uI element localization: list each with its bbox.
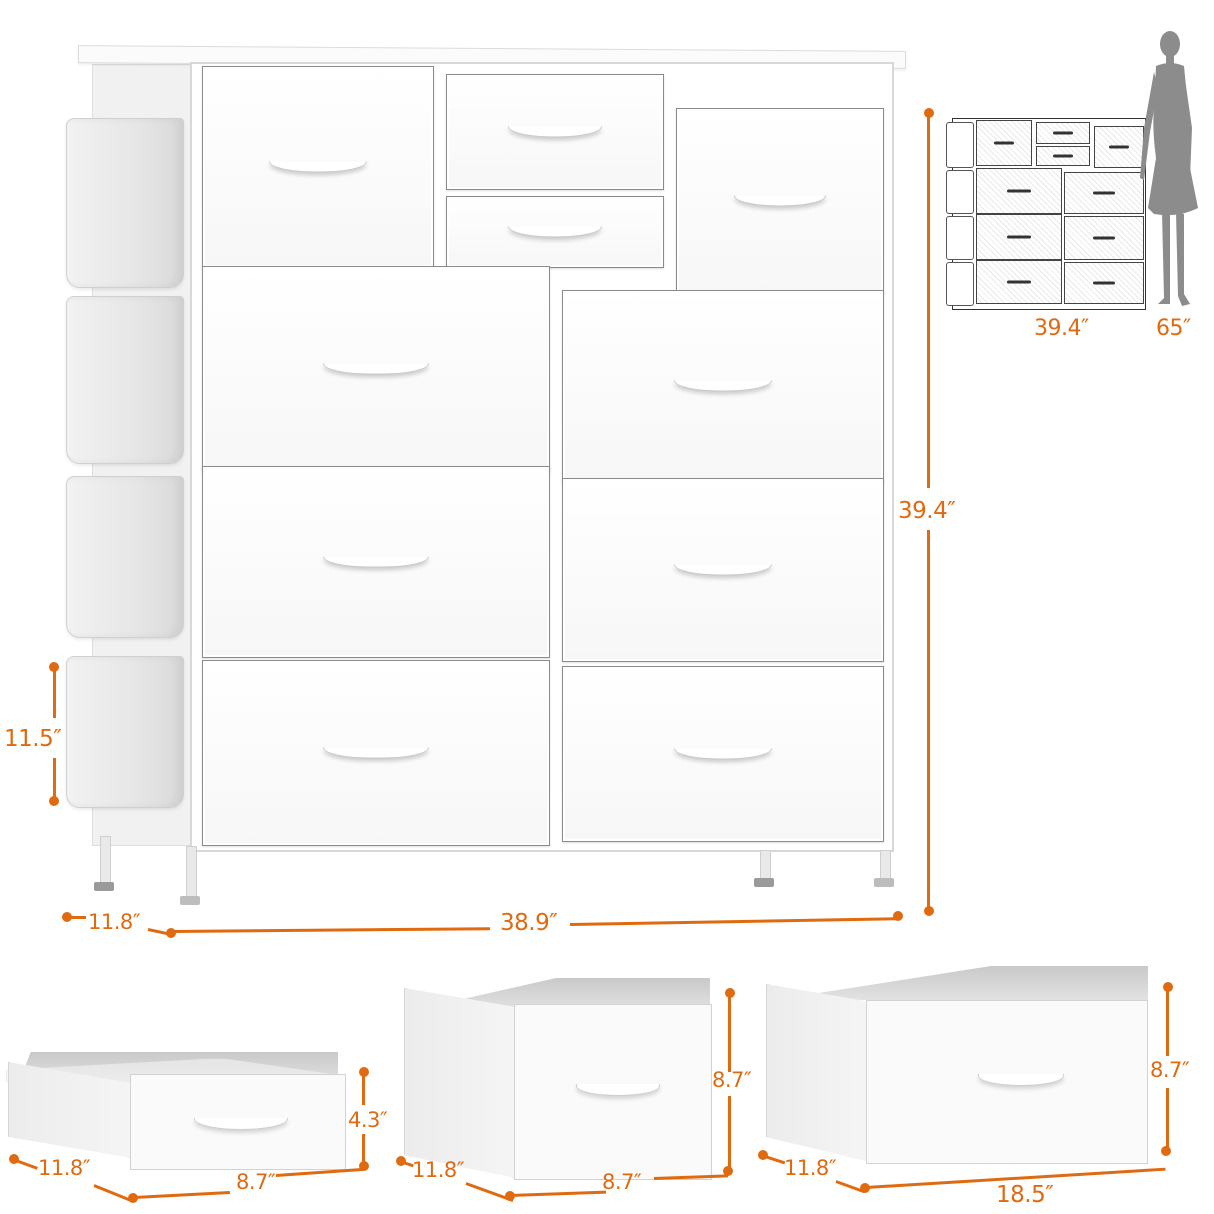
drawer-top-right — [676, 108, 884, 294]
side-pocket-4 — [66, 656, 184, 808]
large-drawer-height-label: 8.7″ — [1150, 1058, 1190, 1082]
depth-label: 11.8″ — [88, 910, 141, 934]
large-drawer-width-label: 18.5″ — [996, 1182, 1054, 1208]
pocket-height-label: 11.5″ — [4, 726, 62, 752]
height-label: 39.4″ — [898, 498, 956, 524]
person-height-label: 65″ — [1156, 316, 1191, 341]
small-drawer-height-label: 4.3″ — [348, 1108, 388, 1132]
side-pocket-1 — [66, 118, 184, 288]
drawer-row2-right — [562, 290, 884, 482]
drawer-top-left — [202, 66, 434, 268]
leg-front-left — [186, 846, 197, 902]
medium-drawer-height-label: 8.7″ — [712, 1068, 752, 1092]
scale-dresser-height-label: 39.4″ — [1034, 316, 1089, 341]
drawer-top-middle-lower — [446, 196, 664, 268]
drawer-row4-left — [202, 660, 550, 846]
small-drawer-width-label: 8.7″ — [236, 1170, 276, 1194]
foot-front-right — [874, 878, 894, 887]
foot-front-left — [180, 896, 200, 905]
drawer-row3-left — [202, 466, 550, 658]
medium-drawer-depth-label: 11.8″ — [412, 1158, 465, 1182]
side-pocket-3 — [66, 476, 184, 638]
foot-back-right — [754, 878, 774, 887]
width-label: 38.9″ — [500, 910, 558, 936]
foot-back-left — [94, 882, 114, 891]
drawer-row3-right — [562, 478, 884, 662]
person-silhouette-icon — [1140, 31, 1198, 306]
leg-back-left — [100, 836, 111, 886]
small-drawer-depth-label: 11.8″ — [38, 1156, 91, 1180]
drawer-row2-left — [202, 266, 550, 472]
side-pocket-2 — [66, 296, 184, 464]
drawer-top-middle-upper — [446, 74, 664, 190]
drawer-row4-right — [562, 666, 884, 842]
medium-drawer-width-label: 8.7″ — [602, 1170, 642, 1194]
large-drawer-depth-label: 11.8″ — [784, 1156, 837, 1180]
